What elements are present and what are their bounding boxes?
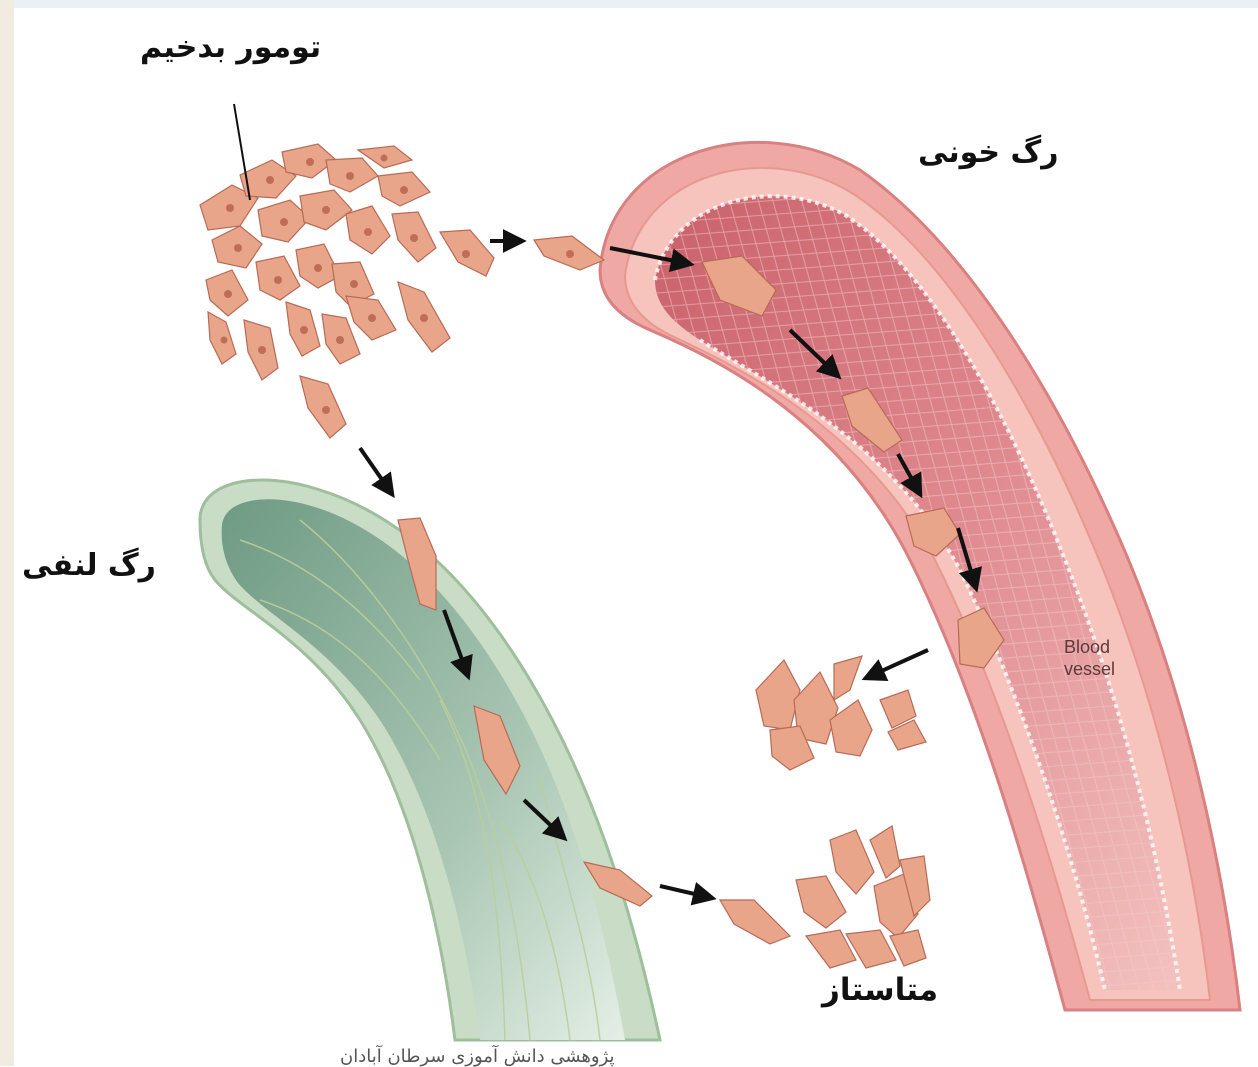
arrow bbox=[866, 650, 928, 678]
lymph-vessel-label: رگ لنفی bbox=[22, 548, 156, 583]
tumor-cluster bbox=[200, 144, 604, 438]
tumor-label: تومور بدخیم bbox=[140, 30, 321, 65]
footer-caption: پژوهشی دانش آموزی سرطان آبادان bbox=[340, 1046, 615, 1067]
arrow bbox=[360, 448, 392, 494]
cancer-cell bbox=[720, 900, 790, 944]
tumor-leader-line bbox=[234, 104, 250, 200]
blood-vessel-label: رگ خونی bbox=[918, 135, 1058, 170]
arrow bbox=[660, 886, 712, 898]
cancer-cell bbox=[300, 376, 346, 438]
blood-vessel-english-label: Blood vessel bbox=[1064, 636, 1115, 680]
metastasis-label: متاستاز bbox=[822, 972, 938, 1008]
top-band bbox=[0, 0, 1258, 8]
lymph-metastasis-colony bbox=[796, 826, 930, 968]
left-band bbox=[0, 0, 14, 1066]
blood-metastasis-colony bbox=[756, 656, 926, 770]
